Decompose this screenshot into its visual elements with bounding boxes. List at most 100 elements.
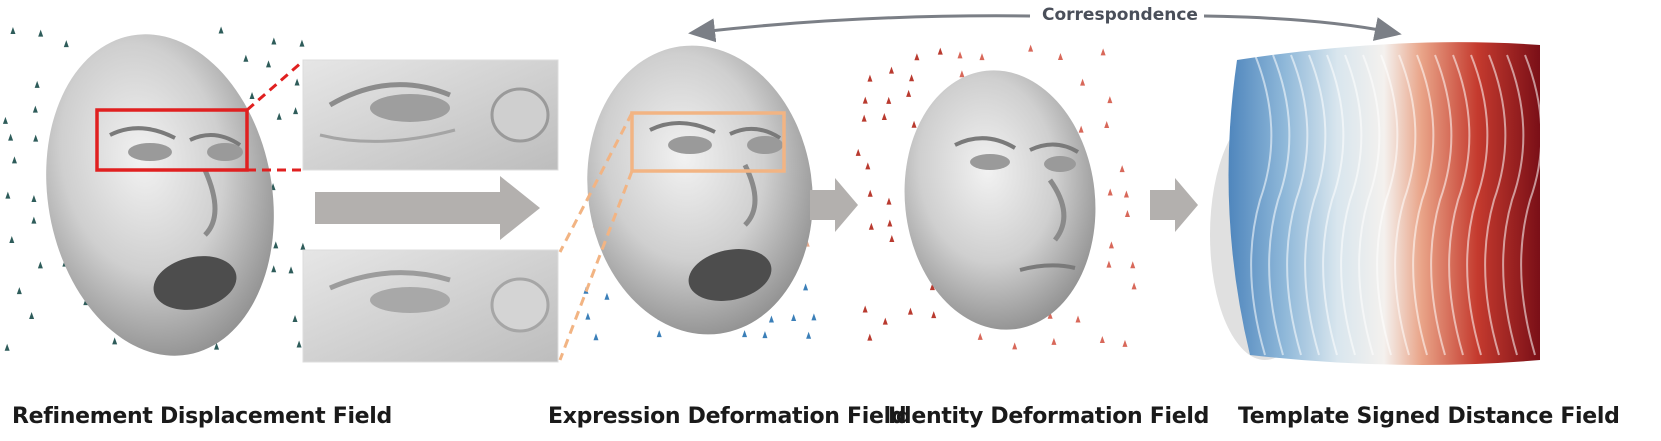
displacement-cone [37, 261, 43, 269]
sdf-contour-line [1484, 54, 1507, 356]
sdf-contour-line [1340, 54, 1363, 356]
displacement-cone [249, 91, 255, 99]
displacement-cone [862, 305, 868, 313]
displacement-cone [862, 96, 868, 104]
displacement-cone [4, 343, 10, 351]
displacement-cone [855, 148, 861, 156]
sdf-contours [1250, 54, 1543, 356]
displacement-cone [112, 337, 118, 345]
displacement-cone [585, 312, 591, 320]
face-eyebrows [109, 126, 242, 147]
expression-brows [649, 120, 782, 140]
sdf-contour-line [1268, 54, 1291, 356]
zoom-guide-top [246, 60, 303, 112]
displacement-cone [881, 112, 887, 120]
displacement-cone [1107, 96, 1113, 104]
displacement-cone [294, 78, 300, 86]
displacement-cone [31, 216, 37, 224]
displacement-cone [292, 314, 298, 322]
displacement-cone [768, 315, 774, 323]
displacement-cone [1122, 339, 1128, 347]
crop-top-eye-left [370, 94, 450, 122]
expression-guide-top [558, 112, 634, 253]
displacement-cone [266, 60, 272, 68]
displacement-cone [1100, 48, 1106, 56]
identity-mouth [1019, 263, 1076, 272]
displacement-cone [296, 340, 302, 348]
displacement-cone [10, 27, 16, 35]
displacement-cone [31, 194, 37, 202]
crop-top-eye-right [490, 87, 550, 143]
displacement-cone [214, 342, 220, 350]
displacement-cone [243, 54, 249, 62]
expression-eye-right [747, 136, 783, 154]
caption-identity: Identity Deformation Field [888, 404, 1210, 429]
expression-box [630, 111, 786, 173]
displacement-cone [32, 105, 38, 113]
identity-eye-right [1044, 156, 1076, 172]
displacement-cone [1108, 241, 1114, 249]
displacement-cone [34, 80, 40, 88]
displacement-cone [868, 222, 874, 230]
correspondence-label: Correspondence [1036, 5, 1204, 25]
displacement-cone [867, 189, 873, 197]
crop-bottom-eye-left [370, 287, 450, 313]
face-mouth-open [153, 256, 237, 310]
caption-template: Template Signed Distance Field [1238, 404, 1620, 429]
highlight-box [95, 108, 249, 172]
correspondence-arrow-left [688, 14, 1031, 43]
displacement-cone [29, 311, 35, 319]
displacement-cone [300, 242, 306, 250]
displacement-cone [273, 241, 279, 249]
displacement-cone [979, 53, 985, 61]
expression-eye-left [668, 136, 712, 154]
sdf-contour-line [1448, 54, 1471, 356]
displacement-cone [1047, 311, 1053, 319]
face-nose [202, 168, 218, 237]
displacement-cone [762, 331, 768, 339]
identity-brows [954, 136, 1080, 154]
displacement-cone [299, 39, 305, 47]
displacement-cone [218, 26, 224, 34]
displacement-cone [593, 333, 599, 341]
displacement-cone [914, 53, 920, 61]
displacement-cone [906, 89, 912, 97]
crop-bottom-brow [329, 270, 451, 291]
expression-face [587, 45, 813, 335]
displacement-cone [293, 107, 299, 115]
displacement-cone [63, 40, 69, 48]
displacement-cone [16, 287, 22, 295]
expression-guide-bottom [558, 170, 634, 361]
displacement-cone [911, 120, 917, 128]
zoom-crop-top [302, 59, 559, 171]
displacement-cone [791, 313, 797, 321]
displacement-cone [886, 197, 892, 205]
sdf-contour-line [1466, 54, 1489, 356]
refinement-face [46, 34, 274, 356]
sdf-contour-line [1376, 54, 1399, 356]
sdf-contour-line [1502, 54, 1525, 356]
displacement-cone [811, 313, 817, 321]
crop-top-wrinkle [319, 128, 456, 143]
displacement-cone [959, 70, 965, 78]
sdf-contour-line [1322, 54, 1345, 356]
displacement-cone [931, 311, 937, 319]
displacement-cone [1106, 260, 1112, 268]
face-eye-left [128, 143, 172, 161]
displacement-cone [8, 133, 14, 141]
crop-top-brow [328, 82, 451, 108]
displacement-cone [886, 96, 892, 104]
identity-nose [1047, 178, 1067, 242]
flow-arrow-3 [1150, 178, 1198, 232]
displacement-cone [803, 283, 809, 291]
displacement-cone [1124, 209, 1130, 217]
identity-eye-left [970, 154, 1010, 170]
displacement-cone [867, 74, 873, 82]
sdf-contour-line [1286, 54, 1309, 356]
displacement-cone [887, 219, 893, 227]
big-flow-arrow [315, 176, 540, 240]
displacement-cone [861, 114, 867, 122]
caption-refinement: Refinement Displacement Field [12, 404, 392, 429]
displacement-cone [1075, 315, 1081, 323]
displacement-cone [11, 156, 17, 164]
